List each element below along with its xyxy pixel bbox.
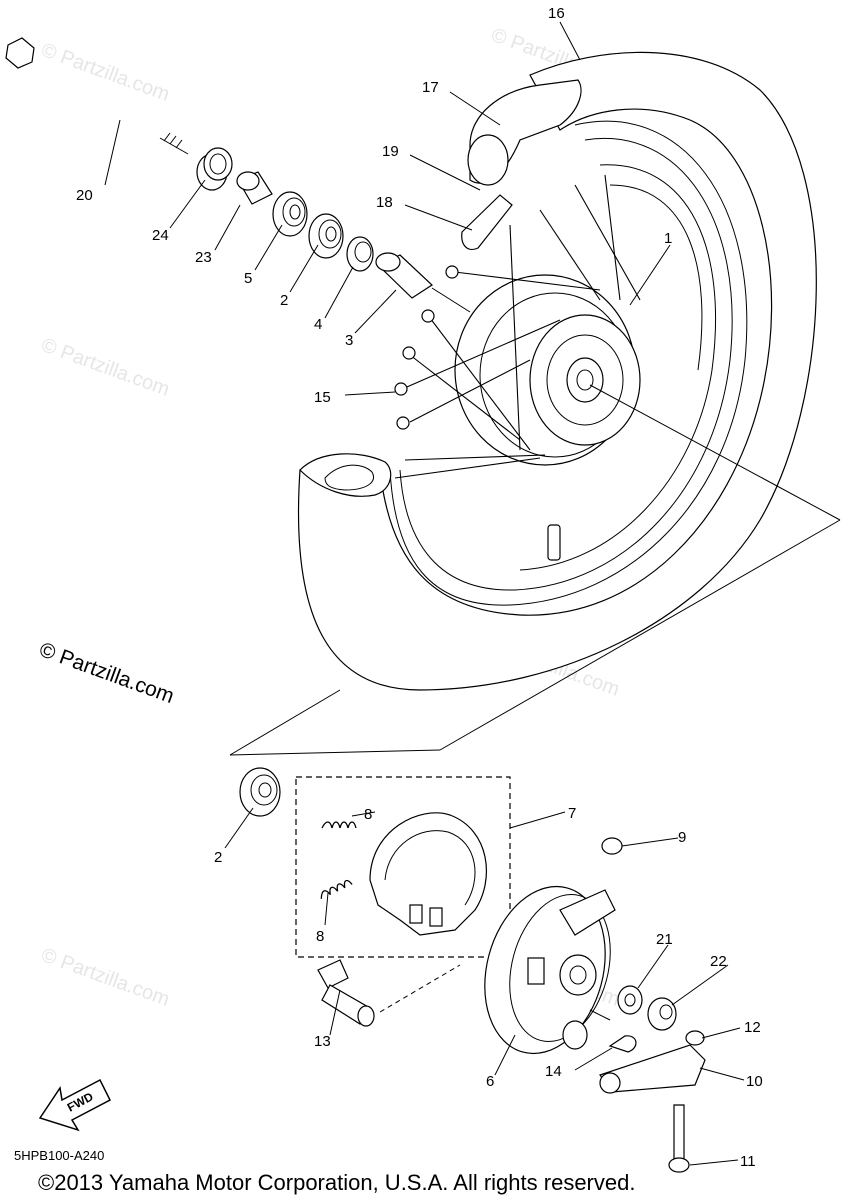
watermark: © Partzilla.com	[38, 334, 172, 401]
label-part-24: 24	[152, 227, 169, 244]
spring-8-lower	[320, 879, 353, 899]
axle-parts	[5, 37, 471, 313]
label-part-11: 11	[740, 1153, 756, 1170]
nut-12	[685, 1030, 705, 1046]
bearing-2-upper	[308, 213, 344, 259]
label-part-9: 9	[678, 829, 686, 846]
label-part-5: 5	[244, 270, 252, 287]
label-part-13: 13	[314, 1033, 331, 1050]
label-part-4: 4	[314, 316, 322, 333]
label-part-1: 1	[664, 230, 672, 247]
washer-21	[617, 985, 643, 1015]
wheel-assembly	[229, 51, 841, 756]
label-part-2-lower: 2	[214, 849, 222, 866]
label-part-23: 23	[195, 249, 212, 266]
label-part-10: 10	[746, 1073, 763, 1090]
label-part-3: 3	[345, 332, 353, 349]
label-part-19: 19	[382, 143, 399, 160]
seal-9	[601, 837, 623, 855]
spacer-23	[236, 171, 273, 205]
label-part-20: 20	[76, 187, 93, 204]
diagram-code: 5HPB100-A240	[14, 1148, 104, 1163]
label-part-7: 7	[568, 805, 576, 822]
spokes-15	[394, 174, 641, 479]
brake-arm-10	[599, 1044, 706, 1094]
watermark: © Partzilla.com	[38, 39, 172, 106]
label-part-15: 15	[314, 389, 331, 406]
wear-indicator-14	[608, 1035, 637, 1053]
label-part-8-upper: 8	[364, 806, 372, 823]
camshaft-13	[317, 959, 375, 1027]
watermark-prominent: © Partzilla.com	[36, 638, 177, 708]
label-part-16: 16	[548, 5, 565, 22]
copyright-text: ©2013 Yamaha Motor Corporation, U.S.A. A…	[38, 1170, 635, 1195]
label-part-6: 6	[486, 1073, 494, 1090]
bearing-2-lower	[239, 767, 281, 817]
nut-22	[647, 997, 677, 1031]
label-part-22: 22	[710, 953, 727, 970]
seal-4	[346, 236, 374, 272]
label-part-2-upper: 2	[280, 292, 288, 309]
watermark: © Partzilla.com	[38, 944, 172, 1011]
fwd-arrow-icon: FWD	[38, 1078, 111, 1132]
bolt-11	[668, 1104, 690, 1173]
bearing-5	[272, 191, 308, 237]
label-part-21: 21	[656, 931, 673, 948]
label-part-14: 14	[545, 1063, 562, 1080]
spacer-3	[375, 252, 433, 299]
brake-panel-6	[484, 885, 616, 1055]
brake-shoes	[369, 812, 487, 936]
hub-1	[454, 274, 641, 466]
leader-lines	[104, 21, 745, 1166]
label-part-8-lower: 8	[316, 928, 324, 945]
part-labels: 16 17 19 18 1 15 20 24 23 5 2 4 3 2 7 8 …	[76, 5, 763, 1170]
brake-shoe-kit-box	[295, 776, 511, 958]
spring-8-upper	[321, 821, 357, 829]
label-part-12: 12	[744, 1019, 761, 1036]
label-part-18: 18	[376, 194, 393, 211]
label-part-17: 17	[422, 79, 439, 96]
axle-20	[5, 37, 189, 155]
brake-parts	[239, 767, 706, 1173]
